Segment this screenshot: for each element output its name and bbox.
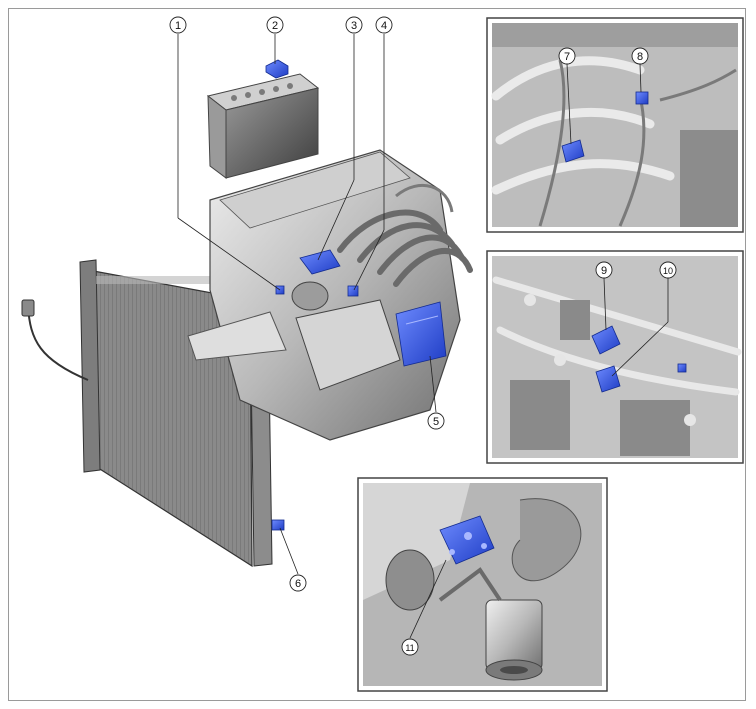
oil-filter xyxy=(485,599,543,681)
callout-11: 11 xyxy=(401,638,419,656)
leader-lines-inset-1 xyxy=(566,63,642,145)
component-4-highlight xyxy=(347,285,359,297)
component-9-highlight xyxy=(591,325,621,355)
component-10-highlight xyxy=(595,363,687,393)
component-3-highlight xyxy=(299,249,341,275)
svg-text:3: 3 xyxy=(351,20,357,32)
callout-1: 1 xyxy=(169,16,187,34)
sensor-harness xyxy=(21,299,89,381)
battery xyxy=(206,73,320,179)
engine-block xyxy=(187,149,473,441)
component-5-highlight xyxy=(395,301,447,367)
component-6-highlight xyxy=(271,519,285,531)
svg-text:10: 10 xyxy=(663,266,673,276)
inset-1-illustration xyxy=(491,23,738,227)
callout-2: 2 xyxy=(266,16,284,34)
inset-2-illustration xyxy=(492,256,742,458)
component-2-highlight xyxy=(265,59,289,79)
callout-8: 8 xyxy=(631,47,649,65)
svg-text:6: 6 xyxy=(295,578,301,590)
svg-text:11: 11 xyxy=(405,643,414,653)
callout-3: 3 xyxy=(345,16,363,34)
svg-text:9: 9 xyxy=(601,265,607,277)
svg-text:7: 7 xyxy=(564,51,570,63)
component-11-highlight xyxy=(439,515,495,565)
callout-6: 6 xyxy=(289,574,307,592)
callout-10: 10 xyxy=(659,261,677,279)
leader-lines-inset-3 xyxy=(409,559,447,639)
svg-text:4: 4 xyxy=(381,20,387,32)
svg-text:1: 1 xyxy=(175,20,181,32)
leader-lines-main xyxy=(177,34,437,575)
callout-5: 5 xyxy=(427,412,445,430)
leader-lines-inset-2 xyxy=(603,277,669,377)
callout-4: 4 xyxy=(375,16,393,34)
callout-7: 7 xyxy=(558,47,576,65)
component-8-highlight xyxy=(635,91,649,105)
component-7-highlight xyxy=(561,139,585,163)
svg-text:8: 8 xyxy=(637,51,643,63)
inset-3-illustration xyxy=(363,483,602,686)
svg-text:2: 2 xyxy=(272,20,278,32)
callout-9: 9 xyxy=(595,261,613,279)
svg-text:5: 5 xyxy=(433,416,439,428)
